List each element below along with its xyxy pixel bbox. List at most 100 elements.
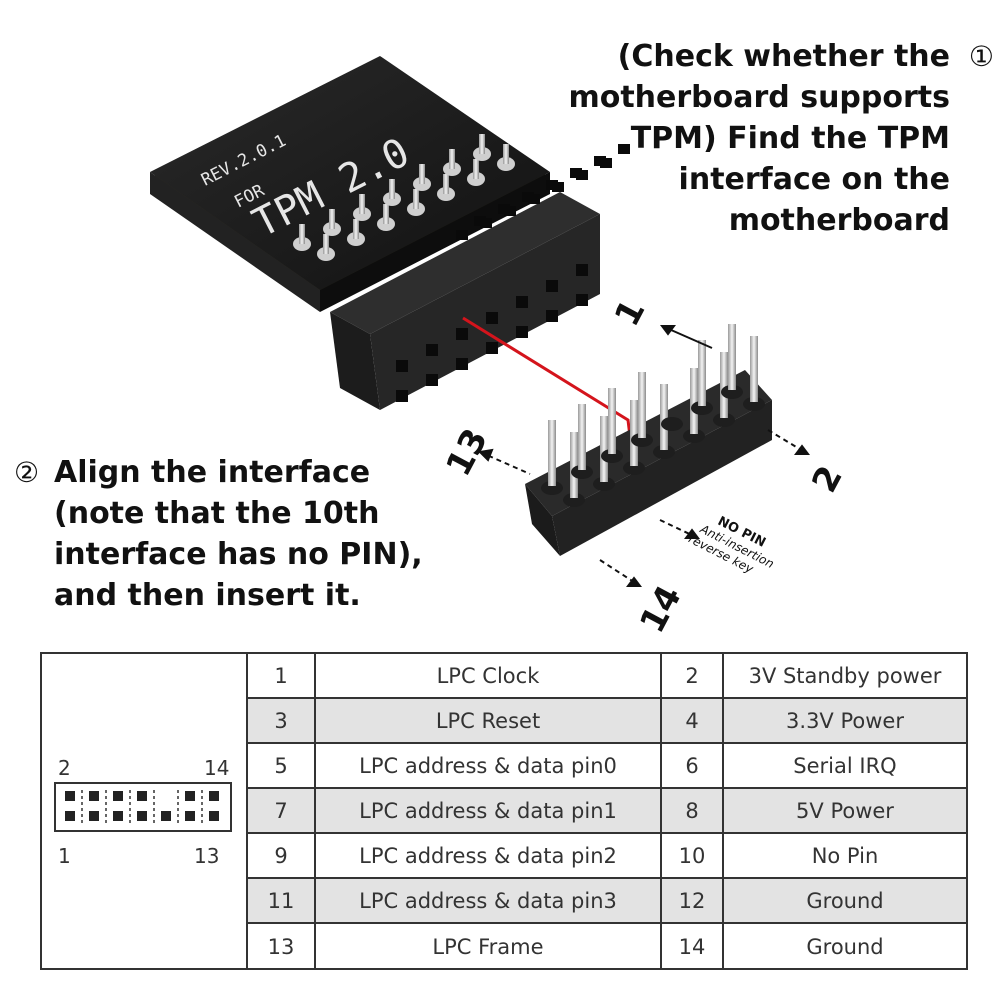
tpm-illustration: REV.2.0.1 FOR TPM 2.0 1 2 13 14 NO PIN A… — [150, 56, 851, 640]
step1-line: (Check whether the — [617, 39, 950, 74]
header-collar — [721, 385, 743, 399]
header-collar — [683, 429, 705, 443]
header-collar — [563, 493, 585, 507]
step1-caption: ① (Check whether the motherboard support… — [530, 36, 994, 241]
legend-label-1: 1 — [58, 844, 71, 868]
pcb-board — [150, 56, 550, 290]
legend-pin-grid — [65, 790, 219, 824]
header-collar — [571, 465, 593, 479]
legend-pin — [209, 811, 219, 821]
header-pin — [690, 368, 698, 434]
socket-hole — [576, 294, 588, 306]
solder-pin — [353, 219, 359, 239]
header-pin — [698, 340, 706, 406]
socket-hole — [456, 230, 468, 240]
header-pin — [750, 336, 758, 402]
legend-pin — [137, 791, 147, 801]
socket-hole — [426, 344, 438, 356]
header-collar — [593, 477, 615, 491]
solder-pin — [419, 164, 425, 184]
pin-function-cell: LPC address & data pin1 — [316, 789, 662, 832]
solder-pin — [299, 224, 305, 244]
label-pin-14: 14 — [632, 579, 690, 640]
legend-pin — [89, 811, 99, 821]
pin-function-cell: LPC Frame — [316, 924, 662, 969]
socket-hole — [504, 206, 516, 216]
label-pin-2: 2 — [804, 459, 850, 499]
solder-pin — [473, 159, 479, 179]
pin-number-cell: 2 — [662, 654, 724, 697]
solder-pin — [329, 209, 335, 229]
pin-function-cell: LPC Clock — [316, 654, 662, 697]
socket-hole — [600, 158, 612, 168]
header-collar — [713, 413, 735, 427]
pin-function-cell: 5V Power — [796, 798, 894, 823]
header-pin — [578, 404, 586, 470]
header-collar — [631, 433, 653, 447]
pin-function-cell: Ground — [806, 934, 884, 959]
socket-hole — [528, 194, 540, 204]
pin-number-cell: 8 — [662, 789, 724, 832]
header-pin-diagram — [54, 782, 232, 832]
pin-arrows — [477, 325, 810, 587]
header-pin — [608, 388, 616, 454]
header-collar — [541, 481, 563, 495]
step1-line: motherboard supports — [568, 80, 950, 115]
pin-function-cell: 3.3V Power — [786, 708, 904, 733]
pin-number-cell: 9 — [248, 834, 316, 877]
socket-hole — [516, 296, 528, 308]
header-pins — [541, 324, 765, 507]
legend-pin — [113, 811, 123, 821]
pin-function-cell: LPC address & data pin3 — [316, 879, 662, 922]
female-socket — [330, 192, 600, 410]
pin-number-cell: 7 — [248, 789, 316, 832]
solder-pin — [449, 149, 455, 169]
socket-hole — [552, 182, 564, 192]
pcb-solder-pins — [293, 134, 515, 261]
socket-hole — [480, 218, 492, 228]
step1-line: motherboard — [728, 203, 950, 238]
socket-hole — [618, 144, 630, 154]
solder-pin — [503, 144, 509, 164]
label-pin-13: 13 — [439, 422, 497, 483]
pin-function-cell: 3V Standby power — [748, 663, 942, 688]
solder-pin — [479, 134, 485, 154]
pin-number-cell: 1 — [248, 654, 316, 697]
header-collar — [691, 401, 713, 415]
legend-pin — [65, 811, 75, 821]
nopin-note: NO PIN Anti-insertion reverse key — [686, 514, 776, 577]
socket-hole — [576, 264, 588, 276]
header-pin — [720, 352, 728, 418]
socket-hole — [456, 358, 468, 370]
legend-label-13: 13 — [194, 844, 220, 868]
pin-number-cell: 13 — [248, 924, 316, 969]
pin-number-cell: 6 — [662, 744, 724, 787]
pin-number-cell: 11 — [248, 879, 316, 922]
step2-line: interface has no PIN), — [54, 537, 423, 572]
legend-label-14: 14 — [204, 756, 230, 780]
pin-function-cell: LPC address & data pin2 — [316, 834, 662, 877]
legend-pin — [65, 791, 75, 801]
socket-hole — [456, 328, 468, 340]
header-pin — [600, 416, 608, 482]
socket-hole — [426, 374, 438, 386]
step2-line: and then insert it. — [54, 578, 361, 613]
solder-pin — [389, 179, 395, 199]
pin-function-cell: No Pin — [811, 843, 879, 868]
header-pin — [728, 324, 736, 390]
socket-hole — [546, 280, 558, 292]
header-collar — [601, 449, 623, 463]
solder-pin — [443, 174, 449, 194]
step1-number: ① — [968, 40, 994, 73]
solder-pin — [383, 204, 389, 224]
solder-pin — [413, 189, 419, 209]
step2-number: ② — [14, 456, 40, 489]
pin-function-cell: Serial IRQ — [793, 753, 897, 778]
pin-function-cell: LPC Reset — [316, 699, 662, 742]
socket-hole — [546, 310, 558, 322]
